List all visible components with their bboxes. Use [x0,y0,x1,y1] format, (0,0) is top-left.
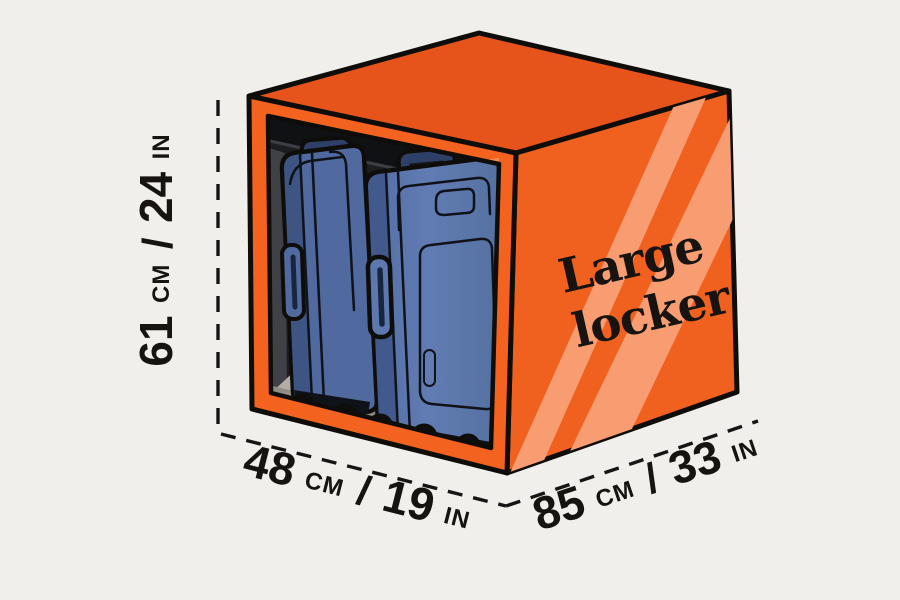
locker-box: Large locker [246,30,740,476]
suitcase-front [363,146,499,448]
sheen-stripe-narrow [507,91,712,473]
depth-dimension-line [505,419,759,508]
height-dimension-label: 61 CM / 24 IN [130,133,182,366]
opening-frame-outline [265,113,502,451]
width-dimension-line [220,432,507,508]
dimension-lines [216,100,759,508]
height-cm-value: 61 [130,315,182,366]
suitcase-back [279,135,380,429]
height-separator: / [134,237,181,249]
height-in-value: 24 [130,171,182,223]
height-in-unit: IN [148,133,175,159]
suitcase-front-side-handle [365,254,395,340]
width-dimension-label: 48 CM / 19 IN [239,434,478,542]
height-cm-unit: CM [148,264,175,303]
width-in-unit: IN [441,502,473,535]
suitcase-back-side-handle [280,242,306,322]
